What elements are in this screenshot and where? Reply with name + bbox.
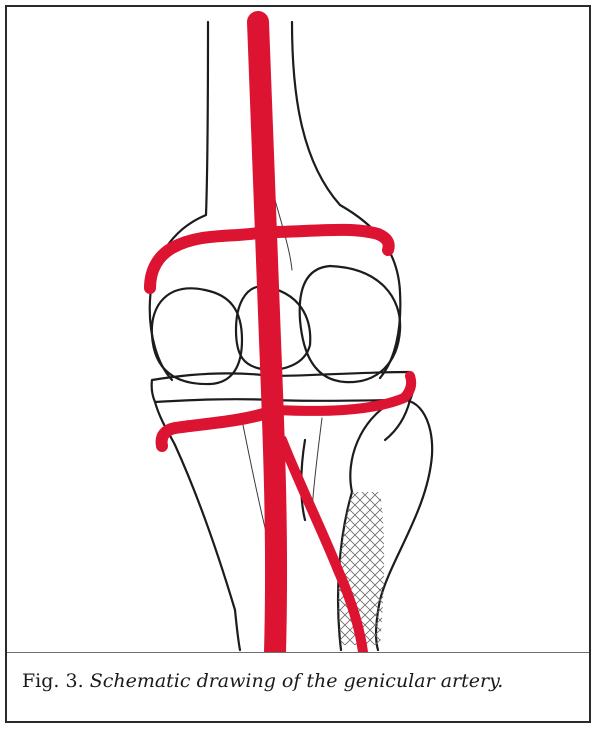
lateral-condyle [152,288,242,384]
inferior-lateral-genicular-artery [162,412,270,446]
popliteal-artery [258,22,276,652]
figure-caption-text: Schematic drawing of the genicular arter… [90,670,504,692]
genicular-artery-drawing [7,7,589,652]
superior-genicular-artery [150,232,264,288]
figure-label: Fig. 3. [22,670,84,692]
figure-caption: Fig. 3. Schematic drawing of the genicul… [22,670,582,692]
caption-divider [7,652,589,653]
medial-condyle [300,266,400,382]
guide-line-right [312,418,322,510]
tibia-outline-left [175,445,240,650]
femur-outline [150,22,208,380]
superior-medial-genicular-artery [272,230,389,250]
